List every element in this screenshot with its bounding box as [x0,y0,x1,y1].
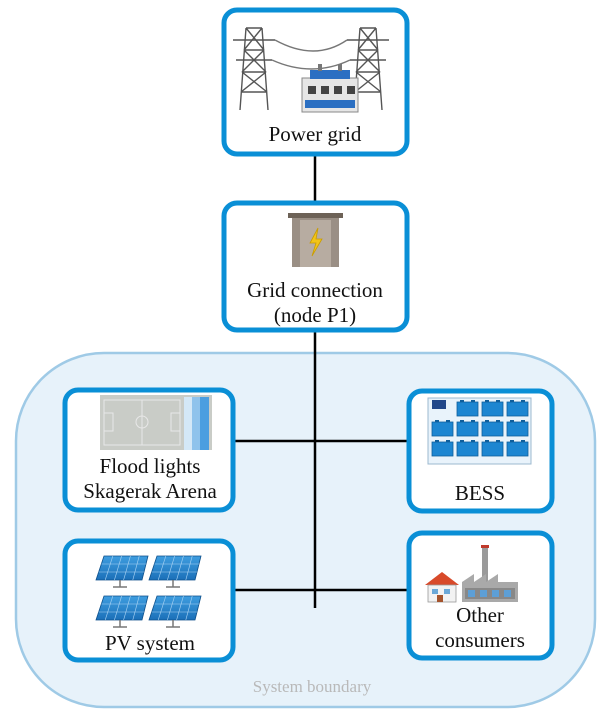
other-consumers-label-line1: Other [456,603,504,627]
battery-cell [431,421,454,437]
flood-lights-label-line1: Flood lights [100,454,201,478]
battery-cell [481,441,504,457]
grid-connection-label-line2: (node P1) [274,303,356,327]
node-other-consumers[interactable]: Other consumers [406,530,555,661]
substation-building [301,64,359,113]
node-grid-connection[interactable]: Grid connection (node P1) [221,200,410,333]
solar-panels-icon [95,555,202,628]
house-and-factory-icon [425,545,518,603]
solar-panel [95,595,149,628]
solar-panel [148,555,202,588]
flood-lights-label-line2: Skagerak Arena [83,479,217,503]
bess-label: BESS [455,481,505,505]
battery-cell [481,421,504,437]
other-consumers-label-line2: consumers [435,628,525,652]
pv-system-label: PV system [105,631,195,655]
battery-cell [456,441,479,457]
grid-connection-label-line1: Grid connection [247,278,383,302]
node-bess[interactable]: BESS [406,388,555,514]
electrical-cabinet-icon [288,213,343,267]
battery-cell [506,421,529,437]
battery-pack-icon [427,397,532,465]
solar-panel [148,595,202,628]
node-flood-lights[interactable]: Flood lights Skagerak Arena [62,387,236,513]
solar-panel [95,555,149,588]
power-grid-label: Power grid [269,122,362,146]
battery-cell [431,441,454,457]
football-field-icon [100,395,212,450]
node-power-grid[interactable]: Power grid [221,7,410,157]
system-boundary-label: System boundary [253,677,372,696]
battery-cell [456,421,479,437]
battery-cell [456,401,479,417]
battery-cell [506,401,529,417]
transmission-towers-substation-icon [233,27,389,111]
battery-cell [506,441,529,457]
node-pv-system[interactable]: PV system [62,538,236,663]
battery-cell [481,401,504,417]
connections [233,155,409,608]
